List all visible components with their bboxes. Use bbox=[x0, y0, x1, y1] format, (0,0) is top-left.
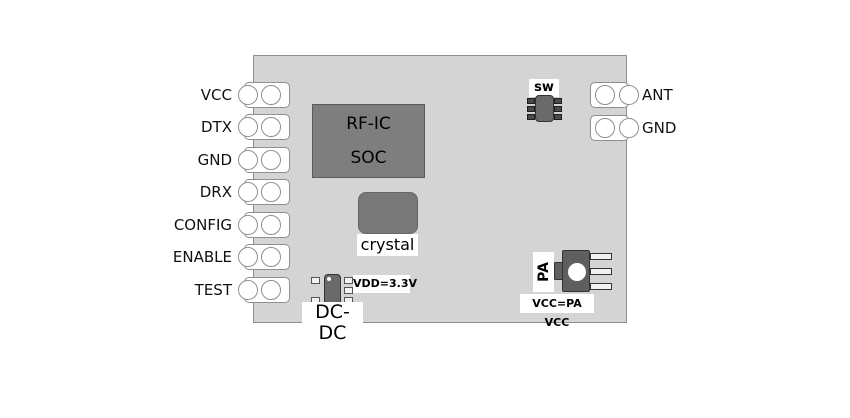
pa-label: PA bbox=[535, 262, 552, 282]
pin-label-config: CONFIG bbox=[173, 216, 232, 234]
rf-ic-label: RF-IC bbox=[346, 114, 391, 134]
pin-pad-enable bbox=[238, 244, 290, 270]
pin-pad-dtx bbox=[238, 114, 290, 140]
pa-pin bbox=[590, 253, 612, 260]
dcdc-pin bbox=[344, 277, 353, 284]
pad-hole bbox=[261, 215, 281, 235]
crystal-body bbox=[358, 192, 418, 234]
pad-hole bbox=[595, 85, 615, 105]
pin-pad-test bbox=[238, 277, 290, 303]
pad-hole bbox=[261, 85, 281, 105]
pin-label-gnd-right: GND bbox=[642, 119, 677, 137]
pin-pad-ant bbox=[590, 82, 639, 108]
pin-row-vcc: VCC bbox=[0, 82, 850, 108]
castellation-notch bbox=[238, 215, 258, 235]
sw-pin bbox=[527, 114, 535, 120]
rf-ic-soc-chip: RF-IC SOC bbox=[312, 104, 425, 178]
pin-label-test: TEST bbox=[194, 281, 232, 299]
sw-pin bbox=[554, 106, 562, 112]
pin-row-dtx: DTX bbox=[0, 114, 850, 140]
pad-hole bbox=[261, 280, 281, 300]
pin-label-enable: ENABLE bbox=[172, 248, 232, 266]
pin-label-drx: DRX bbox=[199, 183, 232, 201]
pin-row-test: TEST bbox=[0, 277, 850, 303]
pin-pad-drx bbox=[238, 179, 290, 205]
pin-row-ant: ANT bbox=[0, 82, 850, 108]
pin-row-gnd-right: GND bbox=[0, 115, 850, 141]
vcc-pa-annotation: VCC=PA VCC bbox=[520, 294, 594, 329]
sw-pin bbox=[527, 98, 535, 104]
castellation-notch bbox=[619, 118, 639, 138]
pin-pad-config bbox=[238, 212, 290, 238]
castellation-notch bbox=[238, 85, 258, 105]
pin-pad-gnd-right bbox=[590, 115, 639, 141]
castellation-notch bbox=[619, 85, 639, 105]
pin-label-vcc: VCC bbox=[200, 86, 232, 104]
pa-chip-body bbox=[562, 250, 590, 292]
pa-pin bbox=[590, 283, 612, 290]
pad-hole bbox=[261, 117, 281, 137]
pin-pad-gnd bbox=[238, 147, 290, 173]
pad-hole bbox=[261, 247, 281, 267]
pa-label-box: PA bbox=[533, 252, 554, 292]
pin-row-config: CONFIG bbox=[0, 212, 850, 238]
castellation-notch bbox=[238, 182, 258, 202]
sw-pin bbox=[554, 114, 562, 120]
castellation-notch bbox=[238, 280, 258, 300]
pin-pad-vcc bbox=[238, 82, 290, 108]
castellation-notch bbox=[238, 150, 258, 170]
pad-hole bbox=[261, 150, 281, 170]
crystal-label: crystal bbox=[357, 234, 418, 256]
sw-pin bbox=[554, 98, 562, 104]
castellation-notch bbox=[238, 247, 258, 267]
dcdc-pin bbox=[311, 277, 320, 284]
pin-row-drx: DRX bbox=[0, 179, 850, 205]
pa-mounting-hole bbox=[568, 263, 586, 281]
pin-row-gnd: GND bbox=[0, 147, 850, 173]
pad-hole bbox=[261, 182, 281, 202]
pin-row-enable: ENABLE bbox=[0, 244, 850, 270]
pin-label-dtx: DTX bbox=[201, 118, 232, 136]
dcdc-label: DC-DC bbox=[302, 302, 363, 344]
sw-chip-body bbox=[535, 95, 554, 122]
pin-label-gnd: GND bbox=[197, 151, 232, 169]
pad-hole bbox=[595, 118, 615, 138]
castellation-notch bbox=[238, 117, 258, 137]
sw-pin bbox=[527, 106, 535, 112]
pa-pin bbox=[590, 268, 612, 275]
vdd-annotation: VDD=3.3V bbox=[353, 275, 417, 293]
sw-label: sw bbox=[529, 79, 559, 97]
soc-label: SOC bbox=[350, 148, 387, 168]
pin-label-ant: ANT bbox=[642, 86, 673, 104]
dcdc-pin bbox=[344, 287, 353, 294]
dcdc-pin1-dot bbox=[327, 277, 331, 281]
